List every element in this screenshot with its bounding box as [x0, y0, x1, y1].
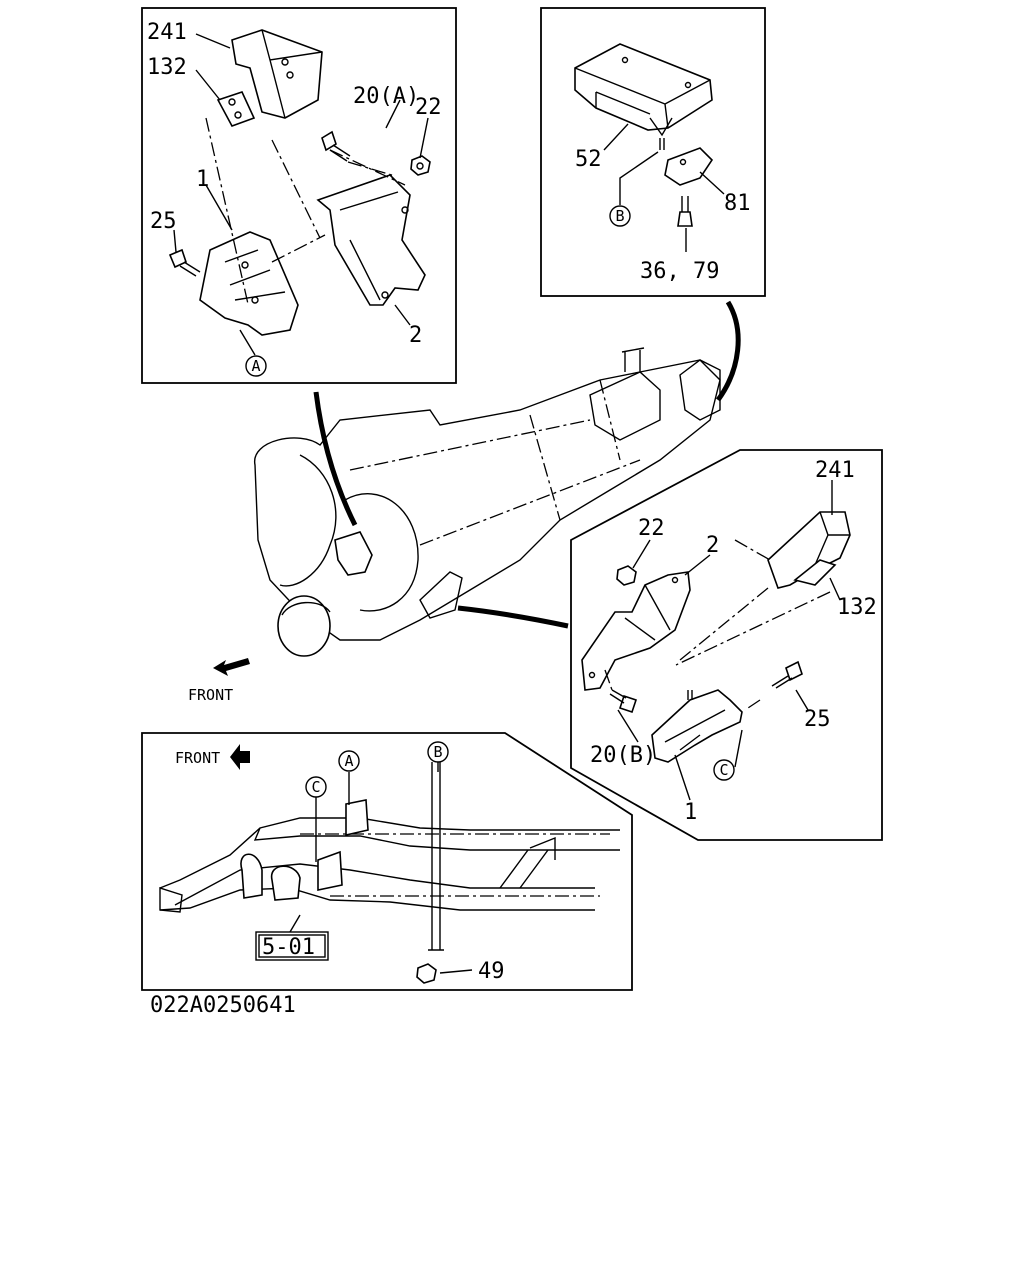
panel-frame — [540, 7, 766, 297]
callout-241: 241 — [147, 20, 187, 45]
part-132-plate — [216, 91, 256, 127]
main-transmission-view: FRONT — [188, 300, 741, 704]
callout-36-79: 36, 79 — [640, 259, 719, 284]
bolt-20b — [618, 694, 638, 714]
ref-circle-c — [305, 776, 327, 798]
part-1-bracket — [651, 689, 743, 763]
bolt-36-79 — [677, 211, 693, 227]
panel-frame — [570, 449, 883, 841]
callout-81: 81 — [724, 191, 751, 216]
front-label-bottom: FRONT — [175, 749, 220, 767]
ref-circle-c-label: C — [311, 778, 320, 796]
panel-bottom: FRONT A B C 49 5-01 — [141, 732, 633, 991]
callout-1: 1 — [196, 167, 209, 192]
ref-circle-c-label: C — [719, 761, 728, 779]
nut-49 — [416, 963, 437, 984]
part-132-plate — [793, 559, 837, 586]
panel-frame — [141, 7, 457, 384]
callout-20a: 20(A) — [353, 84, 419, 109]
panel-top-left: 241 132 20(A) 22 1 25 2 A — [141, 7, 457, 384]
callout-22: 22 — [415, 95, 442, 120]
callout-25: 25 — [150, 209, 177, 234]
bolt-25 — [168, 248, 187, 269]
ref-box-5-01 — [255, 931, 329, 961]
panel-right: 241 22 2 132 25 20(B) 1 C — [570, 449, 883, 841]
part-241-mount — [767, 511, 851, 589]
part-1-bracket — [199, 231, 299, 336]
front-arrow-icon — [213, 658, 250, 676]
ref-circle-a — [245, 355, 267, 377]
callout-2: 2 — [706, 533, 719, 558]
bolt-25 — [785, 660, 803, 682]
drawing-code: 022A0250641 — [150, 993, 296, 1018]
callout-2: 2 — [409, 323, 422, 348]
engine-transmission-outline — [254, 359, 721, 641]
part-52-mount — [574, 43, 713, 131]
frame-rail-upper — [159, 817, 620, 889]
callout-52: 52 — [575, 147, 602, 172]
ref-box-5-01-label: 5-01 — [262, 935, 315, 960]
callout-22: 22 — [638, 516, 665, 541]
ref-circle-a-label: A — [344, 752, 353, 770]
part-81-bracket — [664, 147, 714, 186]
callout-25: 25 — [804, 707, 831, 732]
part-2-bracket — [581, 571, 691, 691]
ref-circle-a-label: A — [251, 357, 260, 375]
callout-241: 241 — [815, 458, 855, 483]
callout-132: 132 — [837, 595, 877, 620]
ref-circle-a — [338, 750, 360, 772]
panel-top-right: 52 81 36, 79 B — [540, 7, 766, 297]
ref-circle-c — [713, 759, 735, 781]
ref-circle-b — [427, 741, 449, 763]
part-2-bracket — [316, 174, 426, 306]
nut-22 — [410, 155, 431, 176]
front-label-main: FRONT — [188, 686, 233, 704]
callout-20b: 20(B) — [590, 743, 656, 768]
ref-circle-b-label: B — [615, 207, 624, 225]
callout-132: 132 — [147, 55, 187, 80]
bolt-20a — [321, 130, 337, 152]
callout-49: 49 — [478, 959, 505, 984]
ref-circle-b-label: B — [433, 743, 442, 761]
panel-frame — [141, 732, 633, 991]
ref-circle-b — [609, 205, 631, 227]
nut-22 — [616, 565, 637, 586]
callout-1: 1 — [684, 800, 697, 825]
front-arrow-icon — [230, 744, 250, 770]
